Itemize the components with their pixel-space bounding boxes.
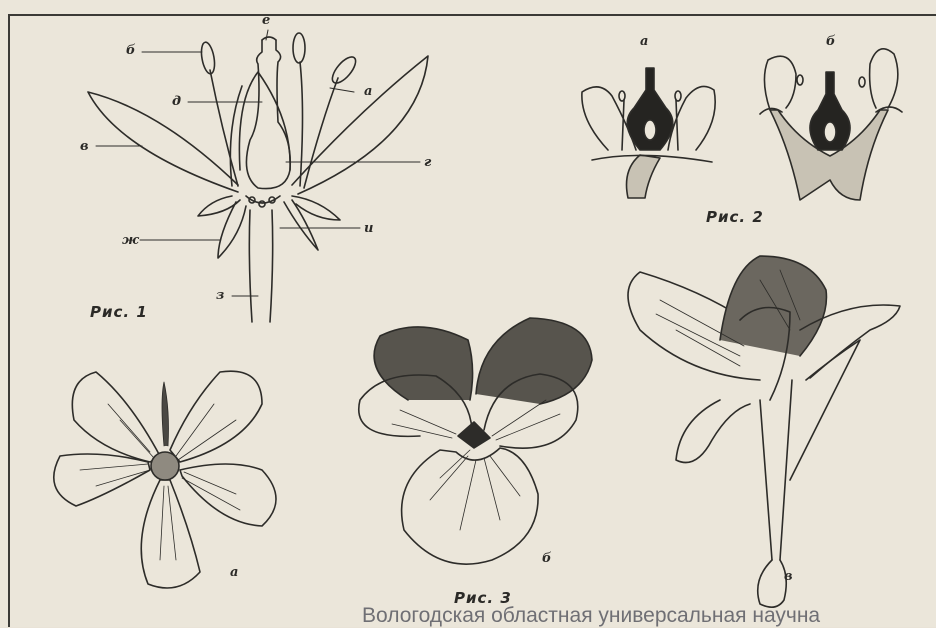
fig1-label-d: д <box>172 95 181 108</box>
fig1-label-zh: ж <box>122 234 139 247</box>
figure3b-pansy <box>359 318 592 564</box>
fig2-label-a: а <box>640 35 648 48</box>
fig3-label-b: б <box>542 552 551 565</box>
fig1-label-z: з <box>216 289 224 302</box>
fig3-label-a: а <box>230 566 238 579</box>
fig1-label-b: б <box>126 44 135 57</box>
fig1-label-a: а <box>364 85 372 98</box>
fig1-label-i: и <box>364 222 373 235</box>
fig3-label-v: в <box>784 570 793 583</box>
figure1-flower-diagram <box>88 30 428 322</box>
fig1-label-e: е <box>262 14 270 27</box>
fig1-label-v: в <box>80 140 89 153</box>
fig2-label-b: б <box>826 35 835 48</box>
figure3v-iris <box>628 256 900 607</box>
fig1-label-g: г <box>424 156 431 169</box>
library-watermark: Вологодская областная универсальная науч… <box>362 604 936 628</box>
fig2-caption: Рис. 2 <box>706 208 764 226</box>
figure3a-star-flower <box>54 371 276 588</box>
figure2-flower-sections <box>582 49 902 200</box>
fig1-caption: Рис. 1 <box>90 303 148 321</box>
